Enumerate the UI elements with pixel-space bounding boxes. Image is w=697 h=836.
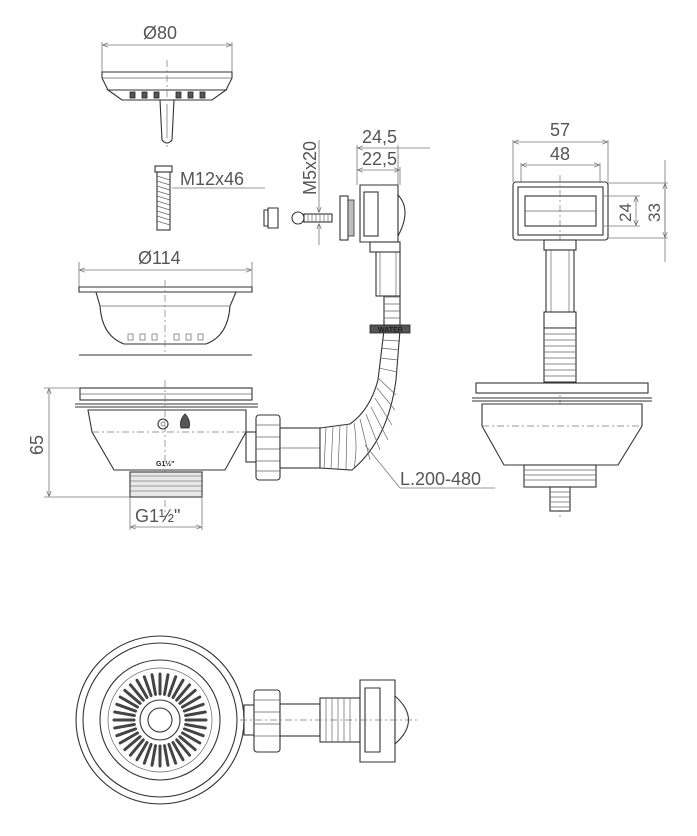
strainer-slot [167, 742, 178, 765]
basket-diameter-label: Ø114 [138, 248, 181, 268]
recycle-icon [157, 418, 169, 430]
strainer-slots [129, 91, 206, 99]
strainer-slot [135, 678, 149, 699]
drain-top-view [75, 635, 420, 805]
thread-size-label: G1½" [135, 506, 180, 526]
strainer-slot [123, 735, 142, 752]
strainer-slot [167, 675, 178, 698]
screw: M12x46 [154, 165, 265, 231]
overflow-depth-inner-label: 22,5 [362, 149, 397, 169]
strainer-diameter-label: Ø80 [143, 23, 177, 43]
strainer-slot [182, 702, 205, 713]
strainer-slot [128, 683, 145, 702]
strainer-slot [150, 673, 157, 696]
strainer-slot [118, 731, 139, 745]
overflow-exploded: M5x20 24,5 22,5 [263, 127, 430, 253]
overflow-depth-outer-label: 24,5 [362, 127, 397, 147]
top-view-slots [112, 672, 208, 768]
overflow-width-inner-label: 48 [550, 144, 570, 164]
overflow-width-outer-label: 57 [550, 120, 570, 140]
strainer-slot [171, 741, 185, 762]
flame-icon [180, 413, 190, 429]
strainer-slot [163, 673, 170, 696]
strainer-slot [118, 695, 139, 709]
strainer-slot [184, 723, 207, 730]
strainer-slot [178, 735, 197, 752]
strainer-slot [184, 710, 207, 717]
bolt-size-label: M5x20 [300, 141, 320, 195]
strainer-basket: Ø114 [78, 248, 253, 356]
strainer-slot [115, 727, 138, 738]
body-height-label: 65 [27, 435, 47, 455]
strainer-slot [181, 731, 202, 745]
strainer-slot [135, 741, 149, 762]
strainer-slot [178, 688, 197, 705]
strainer-slot [181, 695, 202, 709]
strainer-slot [171, 678, 185, 699]
strainer-slot [115, 702, 138, 713]
strainer-slot [142, 675, 153, 698]
hose-brand-marking: WATER [378, 327, 403, 334]
strainer-plug: Ø80 [101, 23, 233, 150]
screw-size-label: M12x46 [180, 169, 244, 189]
body-thread-marking: G1½" [156, 460, 175, 468]
strainer-slot [175, 738, 192, 757]
strainer-slot [182, 727, 205, 738]
strainer-slot [142, 742, 153, 765]
drain-body-side-view: 65 G1½" G1½" [27, 380, 321, 530]
strainer-slot [150, 744, 157, 767]
overflow-height-inner-label: 24 [616, 203, 635, 222]
strainer-slot [113, 710, 136, 717]
corrugated-hose: WATER L.200-480 [319, 249, 495, 489]
strainer-slot [128, 738, 145, 757]
drain-front-view: 57 48 24 33 [472, 120, 668, 518]
strainer-slot [123, 688, 142, 705]
strainer-slot [175, 683, 192, 702]
basket-slots [127, 333, 204, 341]
strainer-slot [113, 723, 136, 730]
strainer-slot [163, 744, 170, 767]
overflow-height-outer-label: 33 [645, 203, 664, 222]
hose-length-label: L.200-480 [400, 469, 481, 489]
